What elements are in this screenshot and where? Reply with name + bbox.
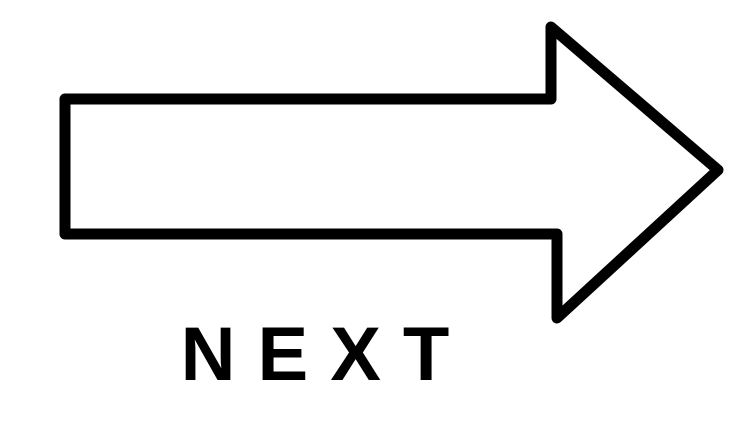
next-label: NEXT: [180, 312, 472, 397]
